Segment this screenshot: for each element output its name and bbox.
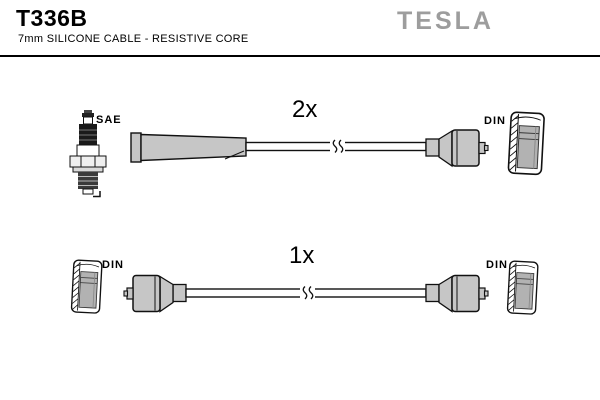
quantity-label-row2: 1x: [289, 242, 315, 269]
quantity-label-row1: 2x: [292, 96, 318, 123]
cable-row-2: [70, 259, 539, 315]
din-connector-shape: [425, 129, 489, 167]
spark-plug-icon: [69, 110, 107, 198]
cable-row-1: [69, 110, 546, 198]
cable-line: [185, 285, 427, 300]
din-cap-icon: [507, 111, 546, 176]
header-divider-line: [0, 55, 600, 57]
terminal-label-din: DIN: [484, 115, 506, 127]
tesla-brand-logo: TESLA: [397, 7, 494, 35]
din-cap-icon: [506, 260, 539, 315]
din-connector-shape: [425, 274, 489, 313]
terminal-label-din: DIN: [102, 259, 124, 271]
terminal-label-sae: SAE: [96, 114, 122, 126]
part-number: T336B: [16, 5, 88, 31]
din-cap-icon: [70, 259, 103, 314]
cable-line: [245, 139, 427, 154]
product-description: 7mm SILICONE CABLE - RESISTIVE CORE: [18, 33, 249, 45]
plug-boot-shape: [130, 132, 247, 163]
terminal-label-din: DIN: [486, 259, 508, 271]
din-connector-shape: [123, 274, 187, 313]
